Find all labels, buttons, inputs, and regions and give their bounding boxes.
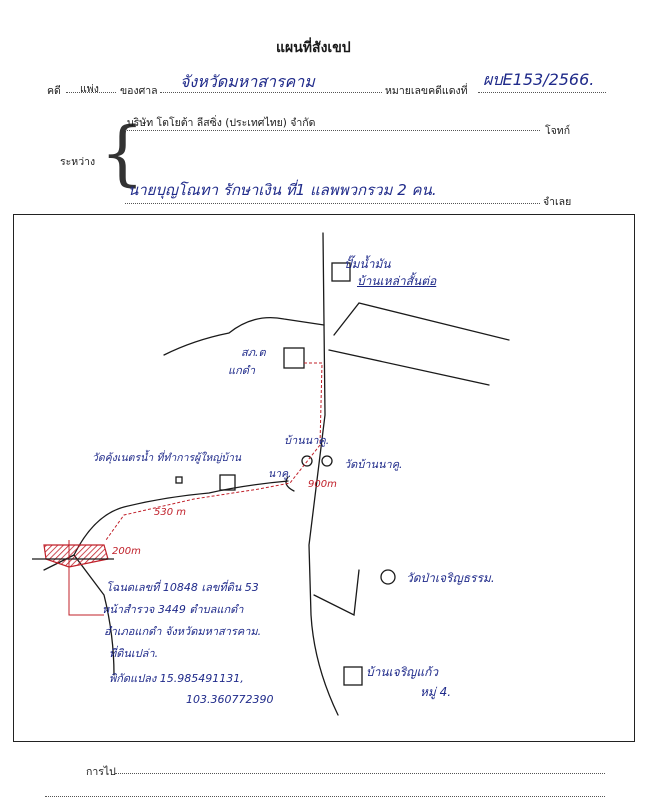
go-label: การไป xyxy=(86,766,116,778)
label-ban-charoen-sub: หมู่ 4. xyxy=(420,685,452,699)
road-west xyxy=(163,316,325,356)
plaintiff-name: บริษัท โตโยต้า ลีสซิ่ง (ประเทศไทย) จำกัด xyxy=(127,117,316,129)
between-label: ระหว่าง xyxy=(60,156,96,168)
red-case-number: ผบE153/2566. xyxy=(483,70,595,89)
label-gas-station-sub: บ้านเหล่าสั้นต่อ xyxy=(357,274,437,288)
land-parcel xyxy=(43,544,109,568)
defendant-role: จำเลย xyxy=(543,196,572,208)
label-wat-kuhan-sub: นาคู. xyxy=(268,468,292,480)
gas-station-icon xyxy=(331,262,351,282)
court-label: ของศาล xyxy=(120,85,158,97)
village-office-icon xyxy=(219,474,236,491)
deed-line-3: อำเภอแกดำ จังหวัดมหาสารคาม. xyxy=(104,625,262,638)
label-gas-station: ปั๊มน้ำมัน xyxy=(344,257,391,271)
deed-line-6: 103.360772390 xyxy=(186,693,274,706)
road-main xyxy=(308,232,339,716)
temple-nakhu-b-icon xyxy=(321,455,333,467)
police-station-icon xyxy=(283,347,305,369)
deed-line-4: ที่ดินเปล่า. xyxy=(109,647,159,660)
label-ban-nakhu: บ้านนาคู. xyxy=(284,434,330,447)
label-wat-pa: วัดป่าเจริญธรรม. xyxy=(406,571,495,585)
court-name: จังหวัดมหาสารคาม xyxy=(180,72,315,91)
sketch-map: ปั๊มน้ำมัน บ้านเหล่าสั้นต่อ สภ.ต แกดำ บ้… xyxy=(13,214,635,742)
label-wat-ban-nakhu: วัดบ้านนาคู. xyxy=(344,458,403,471)
road-ne-lower xyxy=(328,349,490,386)
label-police: สภ.ต xyxy=(241,346,266,359)
label-dist-900: 900m xyxy=(308,479,337,490)
defendant-name: นายบุญโณทา รักษาเงิน ที่1 แลพพวกรวม 2 คน… xyxy=(128,181,437,199)
road-village xyxy=(73,480,289,676)
label-dist-530: 530 m xyxy=(154,507,187,518)
label-police-sub: แกดำ xyxy=(228,364,256,377)
temple-nakhu-a-icon xyxy=(301,455,313,467)
temple-pa-icon xyxy=(380,569,396,585)
small-building-icon xyxy=(175,476,183,484)
deed-line-5: พิกัดแปลง 15.985491131, xyxy=(109,672,244,685)
deed-line-1: โฉนดเลขที่ 10848 เลขที่ดิน 53 xyxy=(106,581,259,594)
case-type: แพ่ง xyxy=(80,83,99,95)
brace: { xyxy=(100,112,145,194)
deed-line-2: หน้าสำรวจ 3449 ตำบลแกดำ xyxy=(102,603,244,616)
case-label: คดี xyxy=(47,85,61,97)
map-drawing xyxy=(32,232,510,716)
label-ban-charoen: บ้านเจริญแก้ว xyxy=(366,665,439,679)
label-dist-200: 200m xyxy=(112,546,141,557)
route-dashed xyxy=(105,362,323,541)
red-case-label: หมายเลขคดีแดงที่ xyxy=(385,85,468,97)
page-title: แผนที่สังเขป xyxy=(276,40,351,56)
road-ne-upper xyxy=(333,302,510,341)
label-wat-kuhan: วัดคุ้งเนตรน้ำ ที่ทำการผู้ใหญ่บ้าน xyxy=(92,452,242,464)
plaintiff-role: โจทก์ xyxy=(545,125,571,137)
road-east-lower xyxy=(313,569,360,616)
ban-charoen-icon xyxy=(343,666,363,686)
